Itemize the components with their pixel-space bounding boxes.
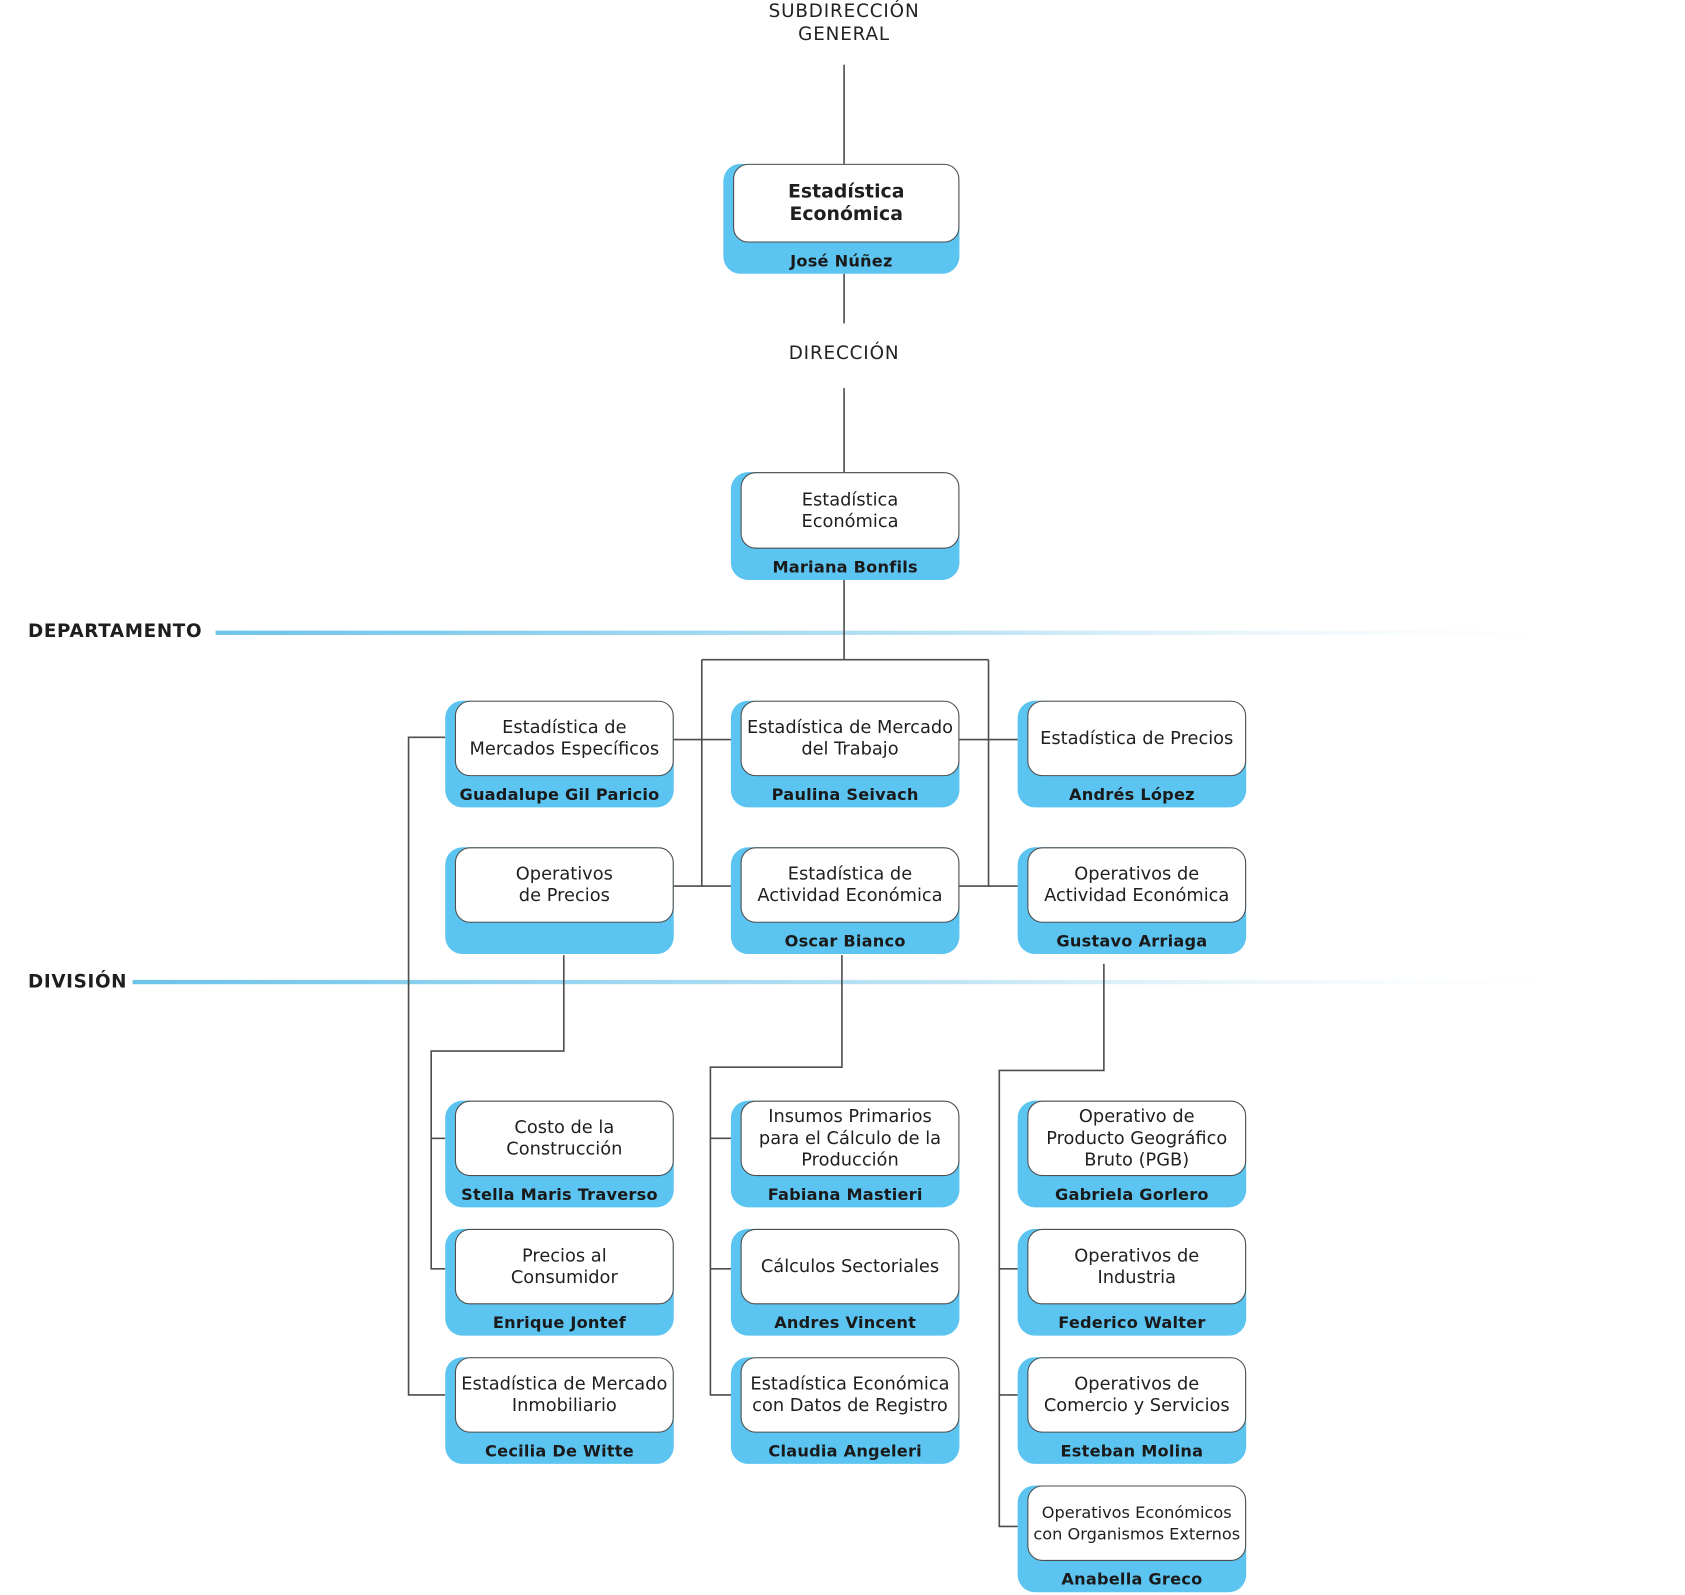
node-title: Estadística Económica [801, 488, 899, 531]
node-person: José Núñez [790, 251, 893, 271]
node-estadistica-actividad-economica: Estadística de Actividad Económica Oscar… [730, 847, 960, 955]
node-person: Paulina Seivach [771, 784, 919, 805]
node-person: Guadalupe Gil Paricio [459, 784, 660, 805]
node-person: Oscar Bianco [784, 931, 906, 951]
node-subdireccion-estadistica-economica: Estadística Económica José Núñez [723, 163, 960, 274]
connector-paths [407, 64, 1105, 1528]
node-title: Estadística Económica [787, 180, 905, 225]
node-operativos-actividad-economica: Operativos de Actividad Económica Gustav… [1017, 847, 1247, 955]
node-estadistica-economica-datos-registro: Estadística Económica con Datos de Regis… [730, 1357, 960, 1464]
node-title: Estadística de Mercado Inmobiliario [461, 1373, 668, 1416]
node-person: Andrés López [1069, 784, 1195, 805]
node-title: Estadística Económica con Datos de Regis… [750, 1373, 950, 1416]
node-operativo-pgb: Operativo de Producto Geográfico Bruto (… [1017, 1100, 1247, 1208]
node-person: Fabiana Mastieri [767, 1184, 923, 1205]
node-calculos-sectoriales: Cálculos Sectoriales Andres Vincent [730, 1228, 960, 1336]
node-precios-consumidor: Precios al Consumidor Enrique Jontef [445, 1228, 674, 1336]
node-title: Operativos de Actividad Económica [1044, 863, 1230, 906]
departamento-band [215, 630, 1617, 635]
node-estadistica-precios: Estadística de Precios Andrés López [1017, 700, 1247, 808]
node-person: Stella Maris Traverso [461, 1184, 658, 1205]
node-direccion-estadistica-economica: Estadística Económica Mariana Bonfils [730, 472, 960, 580]
band-label-departamento: DEPARTAMENTO [28, 620, 203, 643]
node-person: Gabriela Gorlero [1055, 1184, 1209, 1205]
node-title: Insumos Primarios para el Cálculo de la … [758, 1106, 942, 1170]
node-estadistica-mercados-especificos: Estadística de Mercados Específicos Guad… [445, 700, 674, 808]
node-title: Estadística de Mercados Específicos [469, 716, 660, 759]
level-label-direccion: DIRECCIÓN [788, 342, 900, 365]
node-person: Gustavo Arriaga [1056, 931, 1208, 951]
node-person: Enrique Jontef [492, 1313, 627, 1333]
node-estadistica-mercado-inmobiliario: Estadística de Mercado Inmobiliario Ceci… [445, 1357, 674, 1464]
node-person: Cecilia De Witte [485, 1441, 634, 1461]
node-costo-construccion: Costo de la Construcción Stella Maris Tr… [445, 1100, 674, 1208]
node-title: Operativos de Comercio y Servicios [1043, 1373, 1230, 1416]
node-title: Estadística de Precios [1040, 727, 1234, 749]
node-operativos-comercio-servicios: Operativos de Comercio y Servicios Esteb… [1017, 1357, 1247, 1464]
node-insumos-primarios: Insumos Primarios para el Cálculo de la … [730, 1100, 960, 1208]
division-band [132, 979, 1617, 985]
node-title: Operativos Económicos con Organismos Ext… [1033, 1502, 1241, 1544]
node-estadistica-mercado-trabajo: Estadística de Mercado del Trabajo Pauli… [730, 700, 960, 808]
node-operativos-industria: Operativos de Industria Federico Walter [1017, 1228, 1247, 1336]
node-person: Esteban Molina [1060, 1441, 1204, 1461]
band-label-division: DIVISIÓN [28, 971, 128, 993]
node-title: Operativo de Producto Geográfico Bruto (… [1046, 1106, 1228, 1170]
node-person: Federico Walter [1058, 1313, 1206, 1333]
node-person: Mariana Bonfils [772, 557, 918, 577]
node-title: Costo de la Construcción [506, 1116, 623, 1159]
node-title: Operativos de Precios [515, 863, 613, 906]
node-title: Operativos de Industria [1074, 1245, 1200, 1288]
node-operativos-precios: Operativos de Precios [445, 847, 674, 955]
node-title: Estadística de Actividad Económica [757, 863, 943, 906]
level-label-subdireccion: SUBDIRECCIÓN GENERAL [768, 1, 920, 46]
node-title: Estadística de Mercado del Trabajo [746, 716, 954, 759]
node-operativos-organismos-externos: Operativos Económicos con Organismos Ext… [1017, 1485, 1247, 1593]
node-title: Precios al Consumidor [510, 1245, 618, 1288]
node-person: Claudia Angeleri [768, 1441, 922, 1461]
node-person: Andres Vincent [774, 1313, 917, 1333]
node-person: Anabella Greco [1061, 1569, 1203, 1589]
node-title: Cálculos Sectoriales [760, 1255, 940, 1277]
